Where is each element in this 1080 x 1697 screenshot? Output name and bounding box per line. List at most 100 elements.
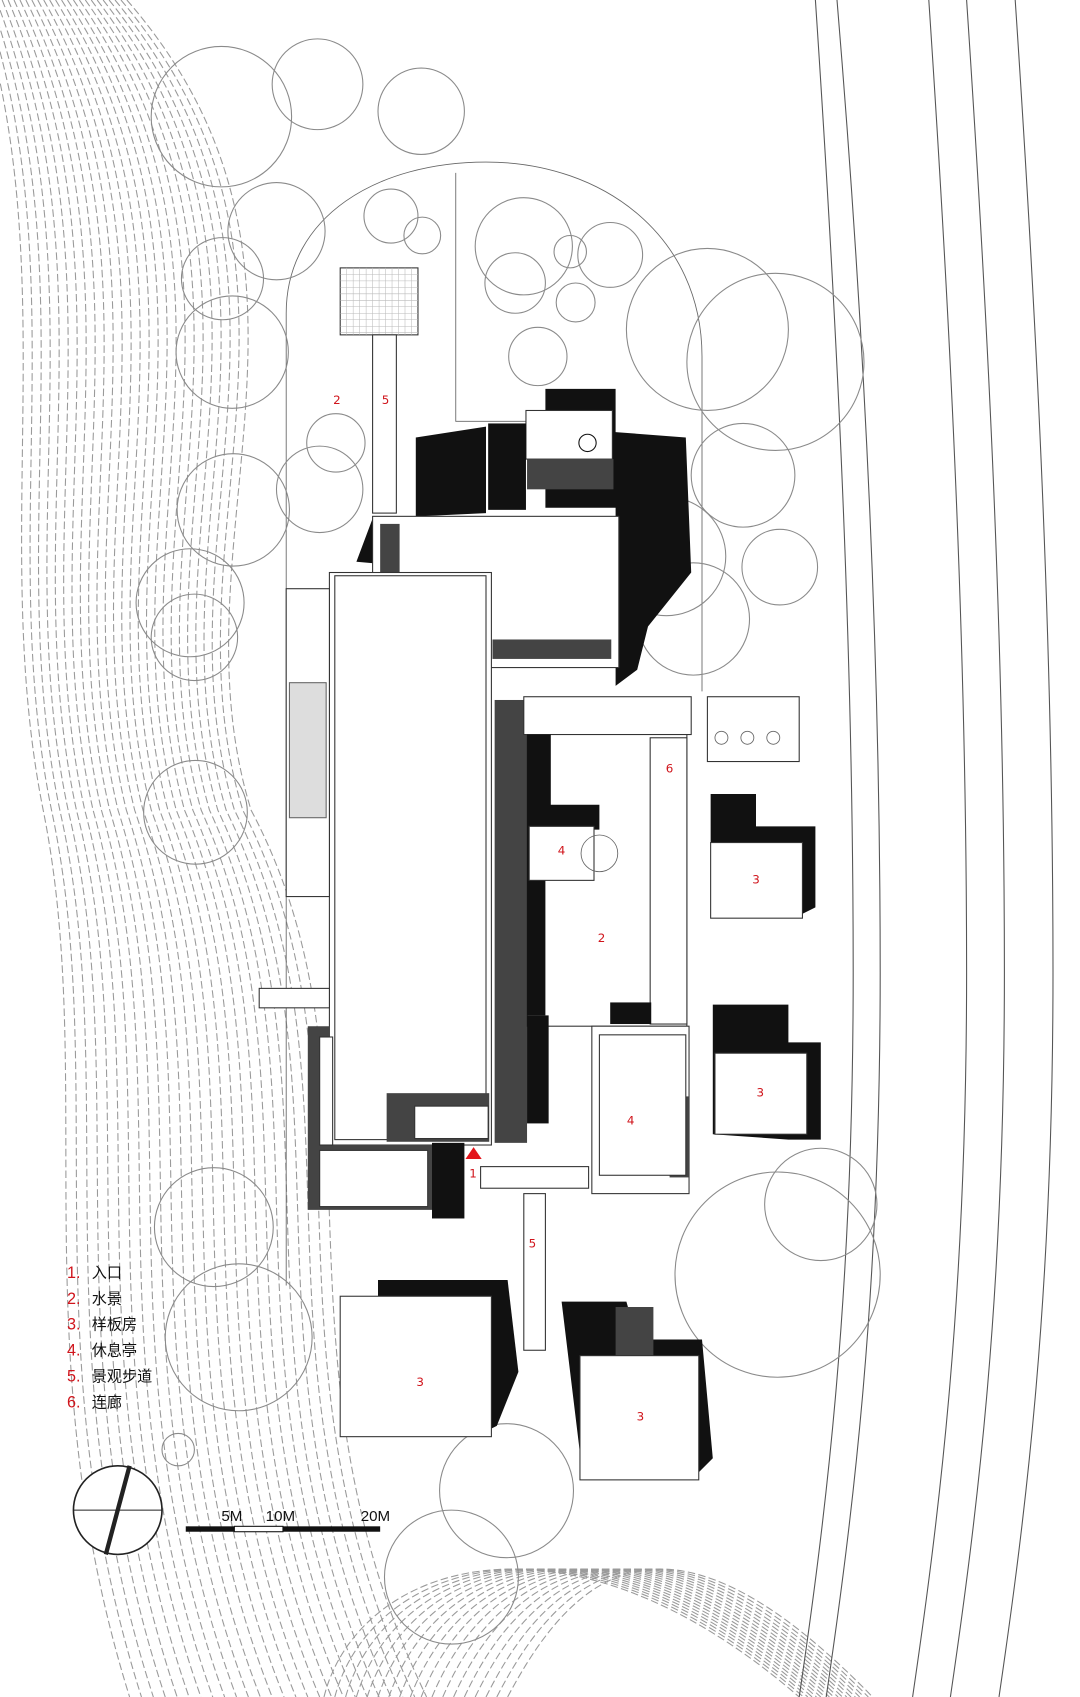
contour-line — [25, 0, 226, 1697]
tree-canopy — [164, 1263, 313, 1412]
contour-line — [84, 0, 344, 1697]
tree-canopy — [741, 528, 819, 606]
contour-line — [78, 0, 333, 1697]
contour-line — [323, 1568, 800, 1697]
tree-canopy — [690, 422, 796, 528]
tree-canopy — [439, 1423, 575, 1559]
tree-canopy — [306, 413, 366, 473]
legend-text: 样板房 — [92, 1316, 137, 1334]
legend-text: 连廊 — [92, 1394, 122, 1412]
legend-number: 2. — [67, 1290, 81, 1308]
scale-label-20m: 20M — [361, 1508, 390, 1525]
tree-canopy — [153, 1167, 274, 1288]
tree-canopy — [271, 38, 364, 131]
legend-number: 3. — [67, 1316, 81, 1334]
legend-text: 水景 — [92, 1290, 122, 1308]
tree-canopy — [175, 295, 289, 409]
road-lines — [798, 0, 1054, 1697]
tree-canopy — [553, 234, 587, 269]
contour-line — [19, 0, 214, 1697]
tree-canopy — [161, 1432, 195, 1467]
contour-line — [420, 1568, 839, 1697]
label-walkway-north: 5 — [382, 393, 390, 407]
entrance-marker — [465, 1147, 482, 1160]
contour-line — [67, 0, 309, 1697]
contour-line — [431, 1568, 843, 1697]
tree-canopy — [686, 272, 865, 451]
label-walkway-south: 5 — [529, 1237, 537, 1251]
contour-line — [108, 0, 392, 1697]
legend-number: 1. — [67, 1264, 81, 1282]
legend-text: 入口 — [92, 1264, 122, 1282]
contour-line — [399, 1568, 830, 1697]
contour-line — [114, 0, 404, 1697]
scale-label-10m: 10M — [266, 1508, 295, 1525]
tree-canopy — [150, 593, 239, 682]
contour-line — [90, 0, 356, 1697]
contour-line — [72, 0, 321, 1697]
contour-line — [345, 1568, 809, 1697]
tree-canopy — [474, 197, 573, 296]
contour-line — [1, 0, 178, 1697]
tree-canopy — [135, 548, 245, 658]
tree-canopy — [227, 182, 326, 281]
contour-line — [13, 0, 202, 1697]
contour-line — [43, 0, 261, 1697]
label-pavilion-b: 4 — [627, 1113, 635, 1127]
tree-canopy — [764, 1147, 878, 1262]
scale-bar: 5M 10M 20M — [185, 1508, 390, 1533]
contour-line — [126, 0, 428, 1697]
contour-line — [102, 0, 380, 1697]
contour-line — [31, 0, 238, 1697]
tree-canopy — [674, 1171, 881, 1378]
label-water-north: 2 — [333, 393, 341, 407]
contour-line — [0, 26, 154, 1697]
north-arrow-icon — [72, 1465, 163, 1556]
tree-canopy — [180, 237, 265, 321]
tree-canopy — [403, 216, 442, 255]
legend-text: 景观步道 — [92, 1368, 152, 1386]
contour-line — [96, 0, 368, 1697]
legend-number: 4. — [67, 1342, 81, 1360]
tree-canopy — [143, 759, 248, 865]
label-show-house-e: 3 — [757, 1085, 765, 1099]
label-show-house-se: 3 — [637, 1409, 645, 1423]
tree-canopy — [555, 282, 596, 323]
contour-line — [366, 1568, 817, 1697]
contour-line — [0, 8, 166, 1697]
contour-line — [55, 0, 285, 1697]
contour-line — [409, 1568, 835, 1697]
tree-canopy — [625, 247, 789, 412]
contour-line — [474, 1568, 861, 1697]
tree-canopy — [383, 1509, 519, 1645]
label-show-house-sw: 3 — [416, 1375, 424, 1389]
tree-canopy — [577, 221, 644, 288]
contour-line — [7, 0, 190, 1697]
contour-line — [334, 1568, 804, 1697]
legend-text: 休息亭 — [92, 1342, 137, 1360]
walkway-south — [523, 1193, 546, 1351]
contour-line — [355, 1568, 813, 1697]
contour-line — [485, 1568, 865, 1697]
label-corridor: 6 — [666, 761, 674, 775]
contour-line — [0, 49, 142, 1697]
tree-canopy — [275, 445, 364, 534]
contour-line — [388, 1568, 826, 1697]
tree-canopy — [176, 453, 290, 567]
contour-line — [0, 79, 131, 1697]
tree-canopy — [484, 252, 546, 314]
corridor — [649, 737, 688, 1025]
terrain-contours — [0, 0, 874, 1697]
legend-number: 5. — [67, 1368, 81, 1386]
contour-line — [61, 0, 297, 1697]
label-pavilion-a: 4 — [558, 843, 566, 857]
contour-line — [377, 1568, 822, 1697]
contour-line — [37, 0, 249, 1697]
label-water-court: 2 — [598, 931, 606, 945]
tree-canopy — [150, 45, 293, 188]
scale-label-5m: 5M — [221, 1508, 242, 1525]
contour-line — [453, 1568, 852, 1697]
walkway-north — [372, 334, 397, 514]
